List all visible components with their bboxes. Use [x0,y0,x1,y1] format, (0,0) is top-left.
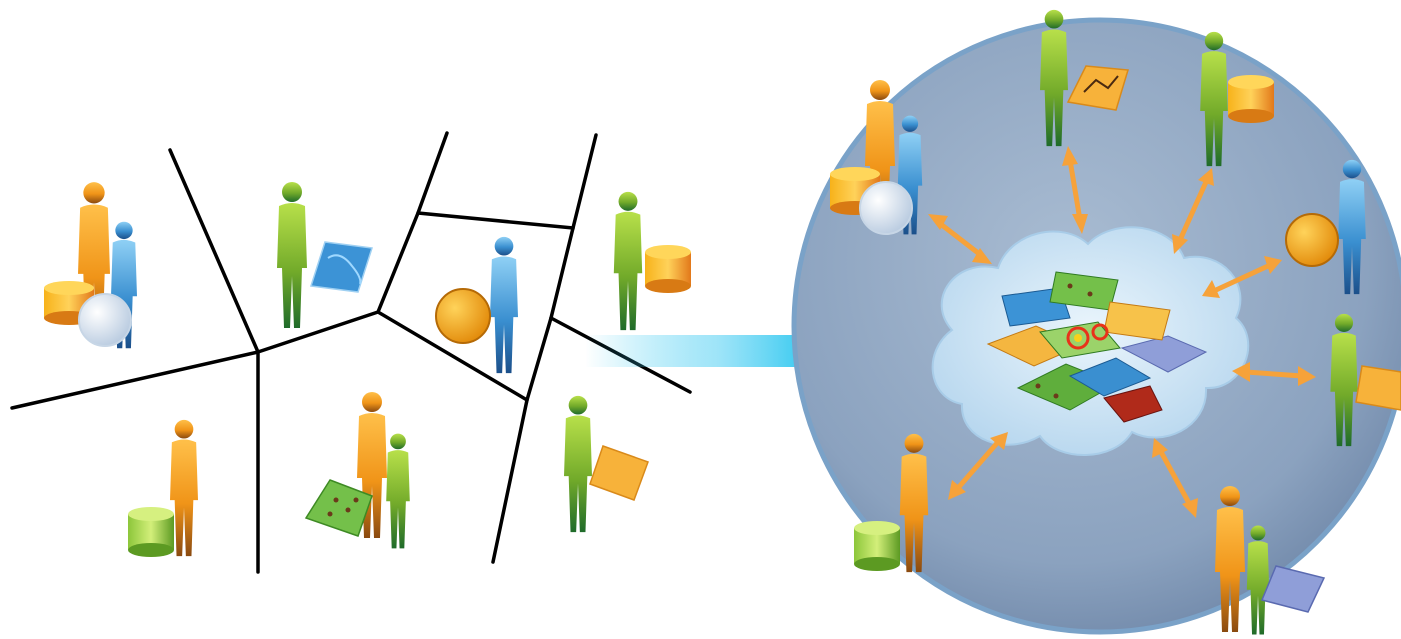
right-spoke-4 [1285,159,1366,295]
blue-map-layer-icon [1260,565,1326,613]
blue-person-icon [490,236,518,374]
left-cell-5 [128,419,198,557]
right-spoke-7 [854,433,929,573]
connector-arrow [1062,146,1088,234]
left-cell-2 [277,182,373,328]
orange-map-layer-icon [1066,65,1129,111]
left-cell-3 [435,236,518,374]
green-person-icon [386,433,410,549]
left-cell-7 [564,395,649,533]
green-map-layer-icon [304,479,373,537]
green-person-icon [564,395,592,533]
orange-globe-icon [435,288,491,344]
connector-arrow [1232,362,1316,386]
right-spoke-5 [1330,313,1401,447]
left-cell-1 [44,182,137,349]
connector-arrow [1202,256,1282,298]
orange-globe-icon [1285,213,1339,267]
orange-map-layer-icon [1355,365,1401,411]
left-cell-6 [304,392,410,549]
stacked-map-layers-icon [986,271,1208,423]
green-database-icon [854,521,900,571]
green-database-icon [128,507,174,557]
left-panel [10,131,692,574]
orange-person-icon [170,419,198,557]
orange-map-layer-icon [589,445,649,501]
right-spoke-1 [830,80,923,235]
divider-lines [10,131,692,574]
connector-arrow [1152,438,1198,518]
right-panel [791,9,1401,635]
right-spoke-6 [1215,486,1326,635]
orange-database-icon [1228,75,1274,123]
white-globe-icon [859,181,913,235]
green-person-icon [613,191,643,331]
white-globe-icon [78,293,132,347]
right-spoke-2 [1040,9,1129,147]
connector-arrow [928,214,992,264]
green-person-icon [277,182,307,328]
right-spoke-3 [1200,31,1274,167]
cloud-hub [931,226,1250,456]
left-cell-4 [613,191,691,331]
blue-map-layer-icon [310,241,373,293]
connector-arrow [948,432,1008,500]
connector-arrows [928,146,1316,518]
orange-database-icon [645,245,691,293]
connector-arrow [1172,168,1214,254]
